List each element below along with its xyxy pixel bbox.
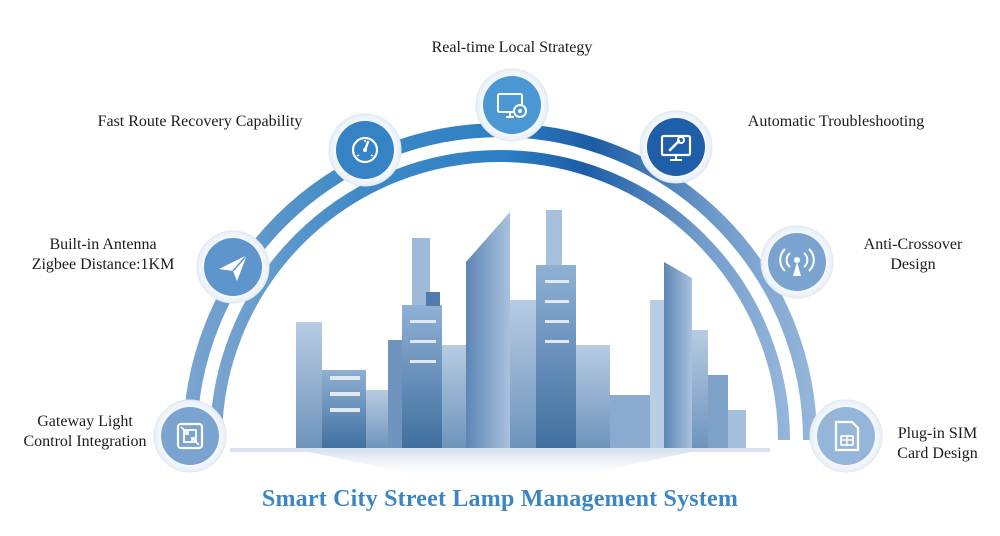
feature-node-7 [809,399,883,473]
node-disc [647,118,705,176]
gateway-integration-icon [176,422,204,450]
feature-node-4 [475,68,549,142]
feature-label-line: Gateway Light [37,413,133,430]
feature-node-2 [196,230,270,304]
feature-node-5 [639,110,713,184]
paper-plane-icon [219,254,248,281]
node-disc [161,407,219,465]
monitor-gear-icon [497,93,527,118]
feature-node-3 [328,113,402,187]
city-skyline [230,210,770,480]
feature-label-line: Real-time Local Strategy [431,39,593,56]
feature-label-line: Design [890,256,936,273]
monitor-wrench-icon [660,134,692,161]
feature-label-line: Zigbee Distance:1KM [31,256,175,273]
feature-label-4: Real-time Local Strategy [412,38,612,58]
feature-node-6 [760,225,834,299]
feature-label-5: Automatic Troubleshooting [726,112,946,132]
feature-label-line: Plug-in SIM [897,425,978,442]
feature-label-7: Plug-in SIM Card Design [885,424,990,464]
feature-label-line: Anti-Crossover [863,236,963,253]
feature-label-line: Card Design [897,445,978,462]
node-disc [483,76,541,134]
feature-label-line: Built-in Antenna [49,236,157,253]
feature-label-line: Fast Route Recovery Capability [97,113,303,130]
feature-label-3: Fast Route Recovery Capability [70,112,330,132]
speedometer-icon [351,136,379,164]
feature-label-line: Automatic Troubleshooting [747,113,925,130]
sim-card-icon [834,420,860,452]
feature-label-line: Control Integration [23,433,147,450]
diagram-title: Smart City Street Lamp Management System [261,486,739,512]
feature-node-1 [153,399,227,473]
